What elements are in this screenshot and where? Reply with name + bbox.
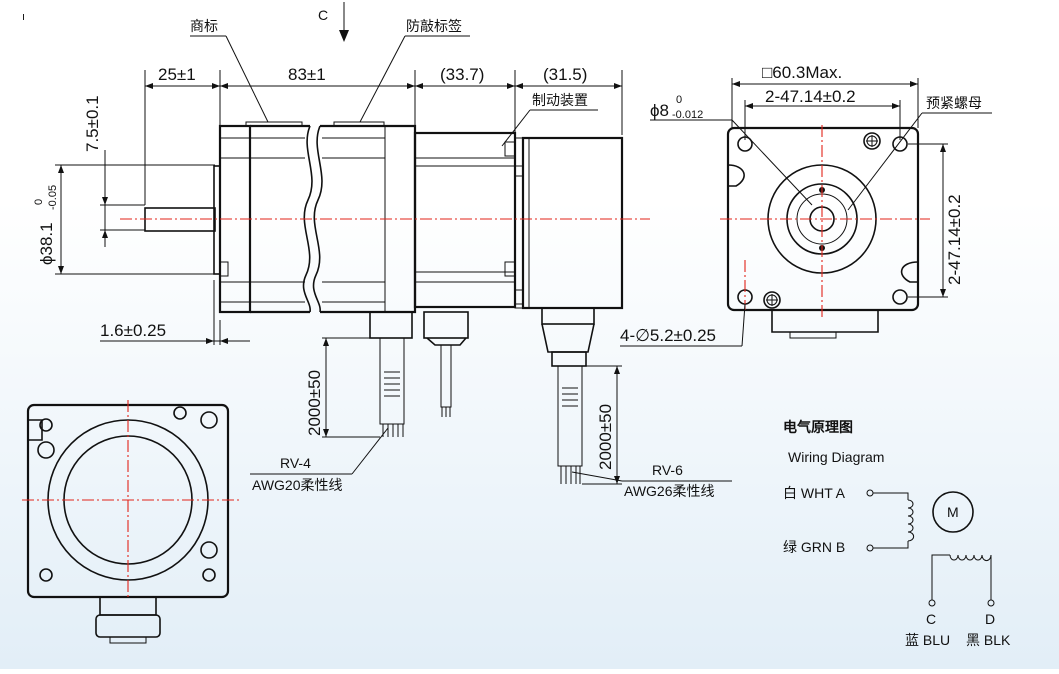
top-dimensions: 25±1 83±1 (33.7) (31.5) — [144, 65, 623, 205]
dim-cable-right: 2000±50 — [596, 404, 615, 470]
wiring-title-en: Wiring Diagram — [788, 449, 884, 465]
cable-right-type: RV-6 — [652, 462, 683, 478]
callouts-top: 商标 防敲标签 制动装置 — [190, 18, 598, 147]
motor-front-view: □60.3Max. 2-47.14±0.2 ϕ8 0 -0.012 预紧螺母 — [620, 63, 992, 347]
dim-shaft-tol-upper: 0 — [676, 94, 682, 106]
dim-shaft-dia: ϕ8 — [650, 101, 669, 120]
cable-left-spec: AWG20柔性线 — [252, 477, 343, 493]
dim-seg1: (33.7) — [440, 65, 484, 84]
dim-pilot-tol-lower: -0.05 — [47, 185, 59, 210]
corner-tick: ı — [22, 11, 25, 23]
dim-shaft-tol-lower: -0.012 — [672, 109, 703, 121]
dim-flange-thickness: 1.6±0.25 — [100, 321, 166, 340]
cable-left-type: RV-4 — [280, 455, 311, 471]
wire-c-letter: C — [926, 611, 936, 627]
dim-square-max: □60.3Max. — [762, 63, 842, 82]
wire-d-color: 黑 BLK — [966, 632, 1011, 648]
motor-side-view — [120, 121, 650, 484]
dim-cable-left: 2000±50 — [305, 370, 324, 436]
motor-rear-view — [22, 400, 240, 644]
dim-pilot-tol-upper: 0 — [33, 199, 45, 205]
cable-right-spec: AWG26柔性线 — [624, 483, 715, 499]
view-c-label: C — [318, 7, 328, 23]
wire-c-color: 蓝 BLU — [905, 632, 950, 648]
brand-label: 商标 — [190, 18, 218, 34]
dim-pilot-dia: ϕ38.1 — [37, 222, 56, 265]
brake-device-label: 制动装置 — [532, 92, 588, 108]
wiring-title-cn: 电气原理图 — [783, 419, 853, 435]
dim-shaft-length: 25±1 — [158, 65, 196, 84]
left-dimensions: 7.5±0.1 ϕ38.1 0 -0.05 1.6±0.25 — [33, 95, 250, 345]
preload-nut-label: 预紧螺母 — [926, 95, 982, 111]
wire-d-letter: D — [985, 611, 995, 627]
dim-hole-spacing-h: 2-47.14±0.2 — [765, 87, 856, 106]
dim-body-length: 83±1 — [288, 65, 326, 84]
dim-key-offset: 7.5±0.1 — [83, 95, 102, 152]
wire-b-label: 绿 GRN B — [783, 539, 845, 555]
dim-seg2: (31.5) — [543, 65, 587, 84]
view-c-marker: C ı — [22, 2, 349, 42]
wire-a-label: 白 WHT A — [783, 485, 846, 501]
motor-symbol: M — [947, 504, 959, 520]
anti-fake-label: 防敲标签 — [406, 18, 462, 34]
cable-annotations: 2000±50 RV-4 AWG20柔性线 2000±50 RV-6 AWG26… — [250, 337, 732, 499]
dim-mount-holes: 4-∅5.2±0.25 — [620, 326, 716, 345]
dim-hole-spacing-v: 2-47.14±0.2 — [945, 194, 964, 285]
wiring-diagram: 电气原理图 Wiring Diagram 白 WHT A 绿 GRN B M C… — [783, 419, 1011, 648]
